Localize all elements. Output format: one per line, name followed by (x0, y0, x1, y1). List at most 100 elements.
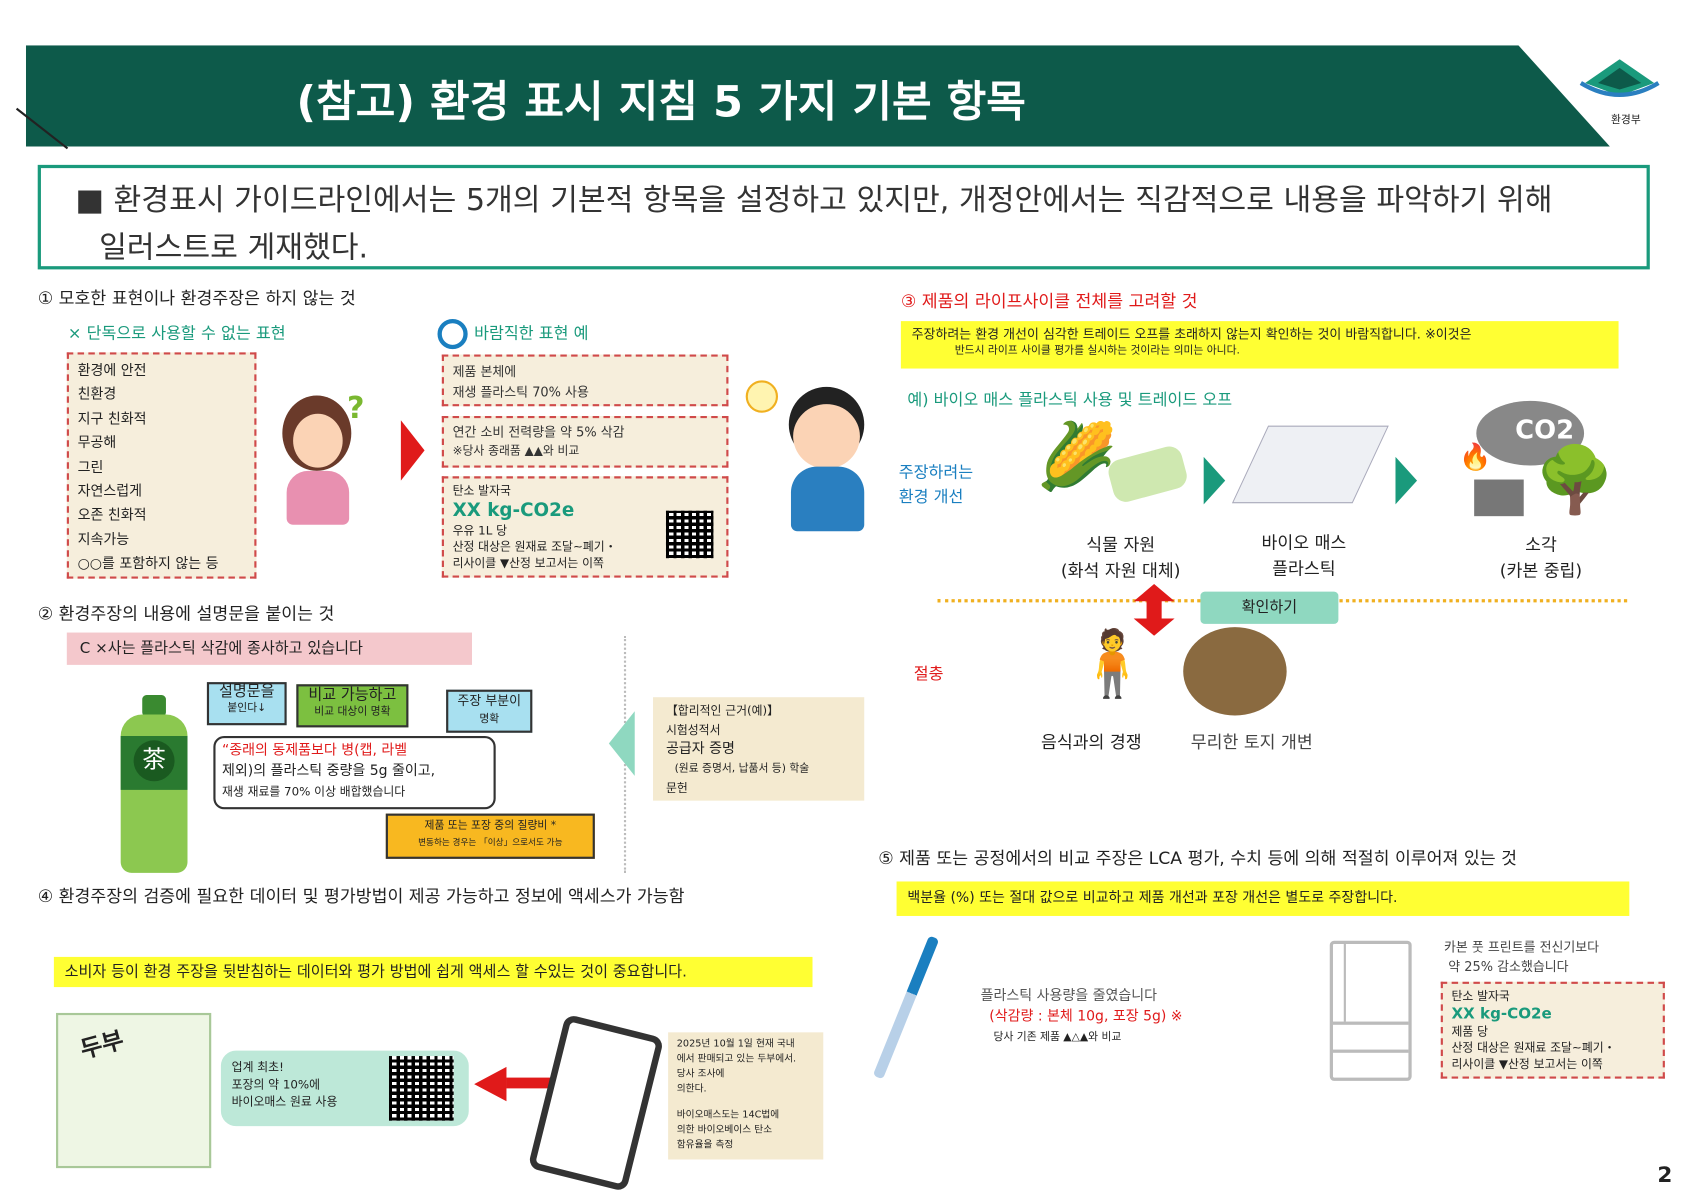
mass-ratio-note: 제품 또는 포장 중의 질량비 *변동하는 경우는 「이상」으로서도 가능 (385, 813, 595, 859)
carbon-footprint-label: 탄소 발자국 XX kg-CO2e 제품 당 산정 대상은 원재료 조달~폐기・… (1440, 981, 1665, 1079)
claim-bubble: “종래의 동제품보다 병(캡, 라벨 제외)의 플라스틱 중량을 5g 줄이고,… (213, 736, 496, 810)
list-item: 자연스럽게 (77, 483, 143, 501)
text: (화석 자원 대체) (1060, 560, 1181, 581)
logo-text: 환경부 (1611, 114, 1641, 127)
issue-food-competition: 음식과의 경쟁 (1040, 731, 1142, 753)
text: (삭감량 : 본체 10g, 포장 5g) ※ (989, 1008, 1183, 1025)
text: 소각 (1525, 534, 1557, 555)
text: 당사 조사에 (676, 1068, 725, 1080)
arrow-right-icon (400, 420, 425, 481)
smoke-cloud-icon (1476, 400, 1585, 466)
section4-title: ④ 환경주장의 검증에 필요한 데이터 및 평가방법이 제공 가능하고 정보에 … (37, 885, 685, 907)
text: 약 25% 감소했습니다 (1448, 959, 1569, 975)
ministry-logo (1579, 59, 1661, 98)
fire-icon: 🔥 (1459, 441, 1492, 472)
tea-bottle-icon: 茶 (116, 695, 191, 873)
text: 리사이클 ▼산정 보고서는 이쪽 (452, 556, 604, 571)
cfp-label: 탄소 발자국 (1451, 989, 1510, 1004)
example-title: 예) 바이오 매스 플라스틱 사용 및 트레이드 오프 (907, 390, 1233, 410)
question-mark-icon: ? (346, 390, 365, 426)
page-title: (참고) 환경 표시 지침 5 가지 기본 항목 (296, 77, 1026, 128)
text: (카본 중립) (1499, 560, 1583, 581)
corn-sugarcane-icon: 🌽 (1036, 419, 1118, 495)
text: 의한다. (676, 1084, 707, 1095)
arrow-right-icon (1395, 456, 1418, 505)
text: 【합리적인 근거(예)】 (665, 703, 780, 718)
text: 포장의 약 10%에 (231, 1077, 321, 1092)
cleared-land-icon (1183, 627, 1287, 716)
tofu-package-icon: 두부 (56, 1012, 212, 1169)
text: 반드시 라이프 사이클 평가를 실시하는 것이라는 의미는 아니다. (954, 344, 1240, 357)
header-bar (25, 45, 1610, 147)
boy-idea-icon (744, 372, 873, 534)
text: 산정 대상은 원재료 조달~폐기・ (1451, 1040, 1616, 1055)
list-item: 지속가능 (77, 532, 130, 549)
good-label: 바람직한 표현 예 (474, 323, 589, 343)
carbon-footprint-label: 탄소 발자국 XX kg-CO2e 우유 1L 당 산정 대상은 원재료 조달~… (441, 476, 729, 578)
text: 비교 대상이 명확 (314, 705, 391, 718)
cfp-label: 탄소 발자국 (452, 483, 511, 498)
text: 환경 개선 (898, 487, 964, 507)
cfp-value: XX kg-CO2e (1451, 1005, 1552, 1023)
circle-ok-icon (437, 318, 468, 350)
good-example-2: 연간 소비 전력량을 약 5% 삭감※당사 종래품 ▲▲와 비교 (441, 415, 729, 468)
claim-banner: C ×사는 플라스틱 삭감에 종사하고 있습니다 (66, 632, 472, 665)
section2-title: ② 환경주장의 내용에 설명문을 붙이는 것 (37, 603, 335, 624)
qr-code-icon (389, 1056, 454, 1121)
text: 주장 부분이 (457, 692, 522, 708)
tree-icon: 🌳 (1534, 442, 1616, 519)
bad-expressions-list: 환경에 안전 친환경 지구 친화적 무공해 그린 자연스럽게 오존 친화적 지속… (66, 352, 257, 579)
starving-person-icon: 🧍 (1072, 626, 1153, 702)
section3-note: 주장하려는 환경 개선이 심각한 트레이드 오프를 초래하지 않는지 확인하는 … (900, 321, 1619, 369)
cfp-value: XX kg-CO2e (452, 500, 575, 522)
text: 바이오매스 원료 사용 (231, 1094, 338, 1109)
text: 플라스틱 사용량을 줄였습니다 (980, 988, 1158, 1005)
text: 제품 또는 포장 중의 질량비 * (424, 820, 557, 832)
issue-land-change: 무리한 토지 개변 (1190, 731, 1313, 753)
arrow-right-icon (1203, 456, 1226, 505)
text: 함유율을 측정 (676, 1140, 734, 1151)
text: 업계 최초! (231, 1060, 284, 1075)
text: 바이오 매스 (1261, 532, 1347, 553)
text: (원료 증명서, 납품서 등) 학술 (674, 762, 810, 775)
text: 바이오매스도는 14C법에 (676, 1109, 780, 1121)
text: 의한 바이오베이스 탄소 (676, 1125, 773, 1136)
text: 제품 당 (1451, 1024, 1489, 1039)
bottle-label: 茶 (133, 740, 175, 782)
double-arrow-icon (1133, 584, 1175, 636)
text: 시험성적서 (665, 723, 721, 738)
step-plant: 식물 자원(화석 자원 대체) (1051, 532, 1191, 584)
bad-label: × 단독으로 사용할 수 없는 표현 (67, 323, 286, 343)
text: 주장하려는 환경 개선이 심각한 트레이드 오프를 초래하지 않는지 확인하는 … (911, 326, 1472, 342)
text: 제외)의 플라스틱 중량을 5g 줄이고, (221, 762, 436, 780)
pen-claim: 플라스틱 사용량을 줄였습니다 (삭감량 : 본체 10g, 포장 5g) ※ … (981, 986, 1183, 1047)
section1-title: ① 모호한 표현이나 환경주장은 하지 않는 것 (37, 287, 356, 309)
intro-line-1: 환경표시 가이드라인에서는 5개의 기본적 항목을 설정하고 있지만, 개정안에… (113, 182, 1553, 218)
list-item: 그린 (77, 459, 104, 476)
intro-box: ■ 환경표시 가이드라인에서는 5개의 기본적 항목을 설정하고 있지만, 개정… (37, 164, 1650, 270)
section5-title: ⑤ 제품 또는 공정에서의 비교 주장은 LCA 평가, 수치 등에 의해 적절… (878, 848, 1517, 869)
section3-title: ③ 제품의 라이프사이클 전체를 고려할 것 (900, 290, 1198, 312)
text: 주장하려는 (898, 462, 974, 482)
text: “종래의 동제품보다 병(캡, 라벨 (221, 742, 408, 759)
section5-note: 백분율 (%) 또는 절대 값으로 비교하고 제품 개선과 포장 개선은 별도로… (896, 881, 1630, 916)
text: 공급자 증명 (665, 741, 735, 758)
text: 우유 1L 당 (452, 523, 507, 538)
list-item: ○○를 포함하지 않는 등 (77, 556, 219, 573)
package-label: 두부 (77, 1027, 127, 1065)
factory-icon (1474, 479, 1524, 517)
page-number: 2 (1657, 1161, 1673, 1188)
arrow-shaft (506, 1077, 559, 1089)
confused-woman-icon: ? (272, 390, 369, 530)
text: 비교 가능하고 (308, 686, 397, 704)
section4-note: 소비자 등이 환경 주장을 뒷받침하는 데이터와 평가 방법에 쉽게 액세스 할… (53, 956, 813, 988)
text: 재생 재료를 70% 이상 배합했습니다 (221, 784, 406, 799)
